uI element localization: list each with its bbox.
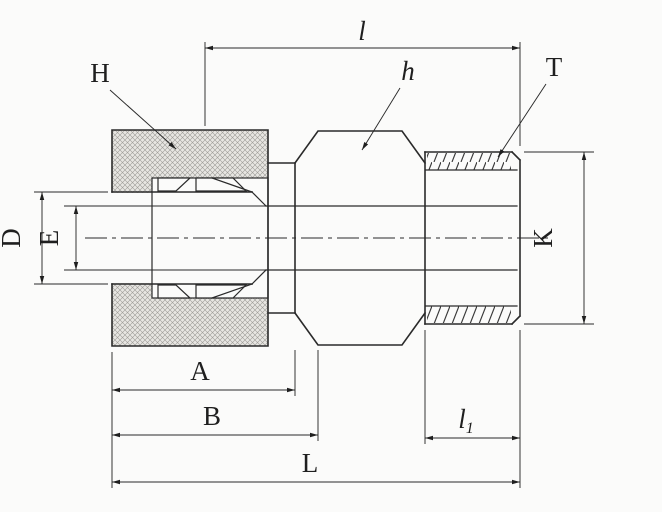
dim-label-B: B [203, 401, 221, 431]
dim-label-l: l [358, 16, 366, 46]
leader-line-H [109, 89, 177, 150]
extension-lines-E [64, 205, 266, 271]
callout-H: H [90, 58, 177, 150]
extension-lines-l [204, 42, 521, 146]
thread-hatch-lower [427, 306, 511, 323]
dimension-A: A [112, 350, 296, 396]
dim-label-T: T [546, 52, 563, 82]
extension-lines-D [34, 191, 108, 285]
dimension-K: K [524, 151, 594, 325]
dim-label-l1-base: l [458, 404, 466, 434]
dim-label-E: E [34, 230, 64, 247]
thread-crest-lines [424, 151, 513, 325]
body-cone-seat-lines [211, 177, 253, 299]
dim-label-L: L [302, 448, 319, 478]
dim-label-l1-subscript: 1 [466, 420, 474, 437]
ferrule-set [157, 177, 267, 299]
dimension-l: l [204, 16, 521, 146]
body-section [265, 130, 522, 346]
dimension-l1: l1 [424, 330, 520, 444]
dim-label-A: A [190, 356, 210, 386]
dimension-E: E [34, 205, 266, 271]
extension-lines-L [111, 330, 521, 488]
dim-label-l1: l1 [458, 404, 474, 437]
leader-line-h [361, 87, 401, 151]
front-ferrule-upper [195, 177, 248, 192]
tube-bore-lines [111, 191, 253, 285]
through-bore-lines [265, 205, 518, 271]
hex-body-outline [293, 130, 427, 346]
thread-hatch-upper [427, 153, 511, 170]
dimension-B: B [112, 350, 319, 441]
leader-line-T [497, 83, 547, 158]
callout-h: h [361, 56, 415, 151]
front-ferrule-lower [195, 284, 248, 299]
dim-label-H: H [90, 58, 110, 88]
back-ferrule-upper [157, 177, 192, 192]
dim-label-h: h [401, 56, 415, 86]
dim-label-D: D [0, 228, 26, 248]
dimension-D: D [0, 191, 108, 285]
bore-transition-lines [251, 191, 267, 285]
callout-T: T [497, 52, 563, 158]
dimension-L: L [111, 330, 521, 488]
thread-root-lines [425, 169, 518, 307]
dim-label-K: K [528, 228, 558, 248]
neck-outline [267, 162, 296, 314]
back-ferrule-lower [157, 284, 192, 299]
